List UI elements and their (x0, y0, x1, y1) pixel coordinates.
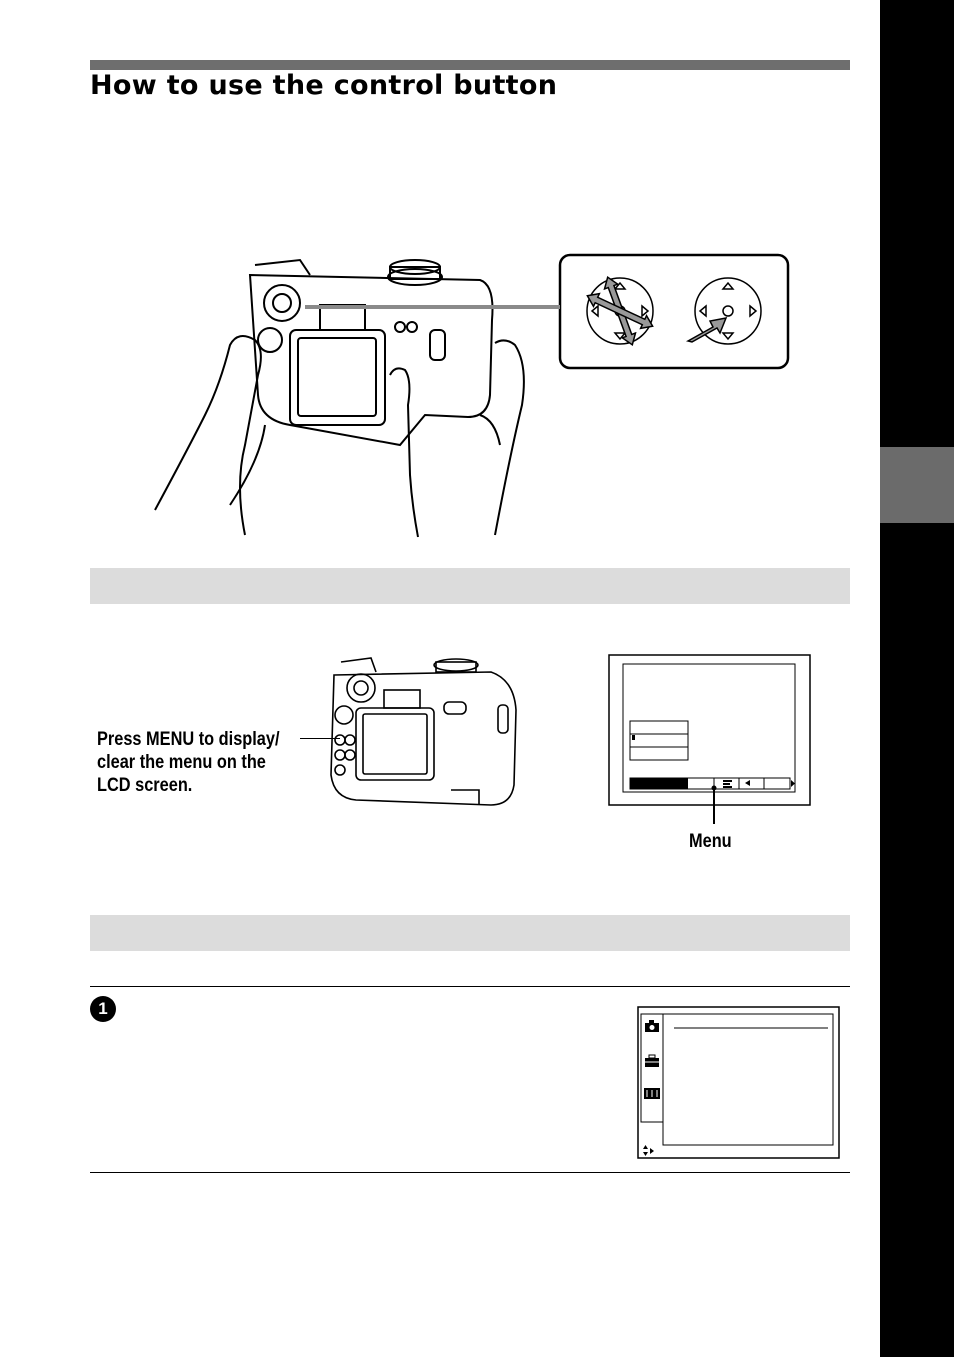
side-tab-marker (880, 447, 954, 523)
step-top-rule (90, 986, 850, 987)
side-tab (880, 0, 954, 1357)
lcd-menu-diagram (608, 654, 811, 806)
control-button-detail (558, 253, 790, 370)
section-band (90, 915, 850, 951)
menu-pointer-line (713, 790, 715, 824)
menu-button-callout: Press MENU to display/ clear the menu on… (97, 729, 280, 796)
camera-icon (645, 1020, 659, 1032)
section-band (90, 568, 850, 604)
small-camera-illustration (330, 657, 517, 806)
title-rule (90, 60, 850, 70)
menu-button-pointer (300, 738, 340, 739)
detail-connector (305, 305, 560, 309)
setup-icon (645, 1054, 659, 1067)
menu-screen-diagram (637, 1006, 840, 1159)
menu-label: Menu (689, 831, 732, 852)
step-number: 1 (90, 996, 116, 1022)
step-bottom-rule (90, 1172, 850, 1173)
page-title: How to use the control button (90, 70, 558, 101)
adjust-icon (644, 1088, 660, 1099)
camera-in-hands-illustration (154, 258, 525, 538)
